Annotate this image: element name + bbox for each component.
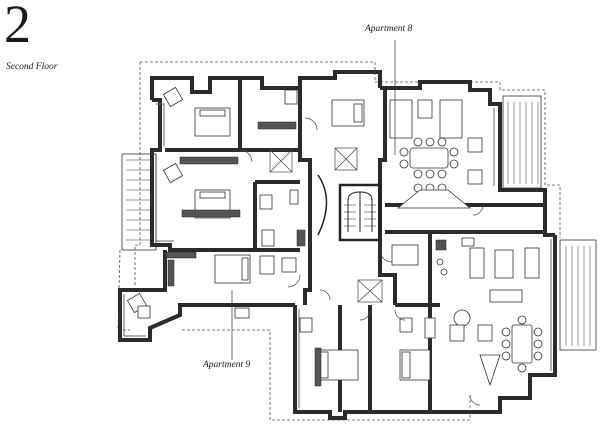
stair-core (317, 174, 382, 242)
floor-name: Second Floor (6, 62, 58, 72)
apartment-9-label: Apartment 9 (203, 360, 251, 370)
door-swings (239, 117, 484, 406)
furniture-apartment-8 (389, 99, 543, 387)
skylights (269, 147, 383, 303)
furniture-apartment-9 (126, 86, 436, 339)
floor-number: 2 (4, 0, 31, 54)
exterior-walls (118, 70, 557, 420)
label-leaders (231, 40, 396, 360)
wardrobes (165, 121, 447, 387)
apartment-8-label: Apartment 8 (365, 24, 413, 34)
balconies (121, 95, 597, 351)
